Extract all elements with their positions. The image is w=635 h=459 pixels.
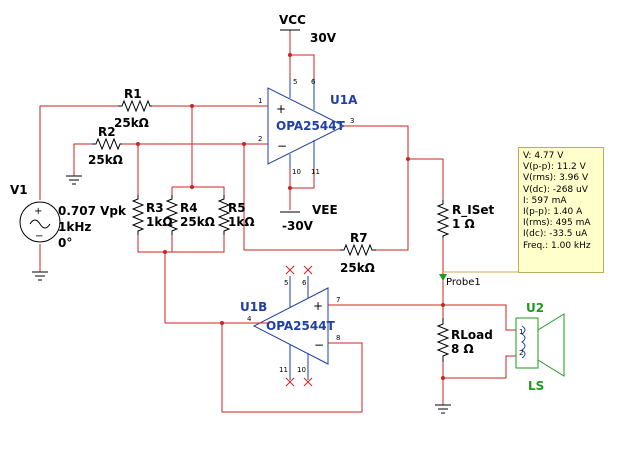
r2-value: 25kΩ [88,153,123,167]
svg-text:+: + [34,206,42,217]
opamp-u1b[interactable]: + − 5 6 7 8 4 11 10 U1B OPA2544T [240,265,344,387]
speaker-type: LS [528,379,544,393]
riset-ref: R_ISet [452,203,494,218]
probe-reading: V(p-p): 11.2 V [523,162,586,173]
rload-ref: RLoad [451,328,493,342]
u1a-pin-2: 2 [258,135,262,143]
resistor-r4[interactable] [165,195,179,235]
wire-node-speaker[interactable] [442,304,516,331]
junctions [136,53,445,380]
u1b-pin-5: 5 [284,279,288,287]
probe-reading: I(rms): 495 mA [523,218,591,229]
wire-r3-r4-bottom[interactable] [137,235,173,253]
r1-ref: R1 [124,87,142,101]
vee-label: VEE [312,203,338,217]
wires [39,30,518,413]
wire-r4-r5-top[interactable] [171,186,225,195]
resistor-rload[interactable] [436,318,450,362]
wire-u1a-minus-r7[interactable] [243,144,340,251]
opamp-u1a[interactable]: + − 1 2 3 5 6 10 11 U1A OPA2544T [258,78,358,176]
u1a-pin-10: 10 [292,168,301,176]
resistor-r5[interactable] [217,195,231,235]
u1a-pin-5: 5 [293,78,297,86]
u1b-ref: U1B [240,300,267,314]
vcc-label: VCC [279,13,306,27]
u1b-pin-7: 7 [336,296,340,304]
u1a-pin-3: 3 [350,117,354,125]
resistor-r2[interactable] [92,137,122,151]
probe-label: Probe1 [446,277,481,288]
probe-marker[interactable] [439,274,447,281]
probe-reading: I(dc): -33.5 uA [523,229,588,240]
u1a-part: OPA2544T [276,119,346,133]
v1-phase: 0° [58,236,72,250]
r4-ref: R4 [180,201,198,215]
wire-vcc[interactable] [289,30,315,78]
svg-text:−: − [35,231,43,242]
vee-value: -30V [282,219,314,233]
resistor-r7[interactable] [340,243,376,257]
ground-symbols [32,175,451,414]
speaker-u2[interactable]: 1 2 [515,313,565,377]
u1b-pin-4: 4 [247,315,252,323]
wire-speaker-gnd[interactable] [443,355,516,379]
u1b-pin-10: 10 [297,366,306,374]
r7-ref: R7 [350,231,368,245]
u1b-pin-8: 8 [336,334,340,342]
resistor-r1[interactable] [118,99,152,113]
svg-text:+: + [276,102,286,116]
u1a-pin-11: 11 [311,168,320,176]
wire-v1-r1[interactable] [39,105,118,200]
r5-ref: R5 [228,201,246,215]
probe-reading: V(rms): 3.96 V [523,173,589,184]
speaker-ref: U2 [526,301,544,315]
r3-ref: R3 [146,201,164,215]
probe-reading: I: 597 mA [523,195,567,206]
v1-amplitude: 0.707 Vpk [58,204,127,218]
wire-r2-gnd[interactable] [73,143,92,176]
resistor-r3[interactable] [131,195,145,235]
speaker-pin-2: 2 [519,349,523,357]
u1b-pin-11: 11 [279,366,288,374]
rload-value: 8 Ω [451,342,474,356]
svg-text:−: − [314,338,324,352]
r1-value: 25kΩ [114,116,149,130]
no-connect-markers [285,265,313,387]
probe-reading: Freq.: 1.00 kHz [523,240,591,251]
wire-r3-u1b[interactable] [164,252,268,324]
r4-value: 25kΩ [180,215,215,229]
ground-icon [66,175,82,185]
u1a-ref: U1A [330,93,358,107]
v1-frequency: 1kHz [58,220,91,234]
speaker-pin-1: 1 [519,328,523,336]
wire-r4-r5-bottom[interactable] [172,235,225,253]
probe-readout-panel: V: 4.77 V V(p-p): 11.2 V V(rms): 3.96 V … [518,147,604,273]
wire-u1b-feedback[interactable] [221,323,363,413]
wire-u1a-out[interactable] [344,125,444,200]
r7-value: 25kΩ [340,261,375,275]
u1b-pin-6: 6 [302,279,307,287]
ac-source-v1[interactable]: + − [19,201,61,243]
svg-text:+: + [313,299,323,313]
wire-r7-out[interactable] [376,159,409,251]
vcc-value: 30V [310,31,337,45]
probe-reading: V: 4.77 V [523,151,564,161]
ground-icon [435,404,451,414]
svg-text:−: − [277,139,287,153]
resistor-riset[interactable] [436,200,450,238]
probe-reading: I(p-p): 1.40 A [523,207,583,218]
r2-ref: R2 [98,125,116,139]
u1a-pin-1: 1 [258,97,262,105]
riset-value: 1 Ω [452,217,475,231]
r5-value: 1kΩ [228,215,255,229]
u1b-part: OPA2544T [266,319,336,333]
ground-icon [32,271,48,281]
v1-ref: V1 [10,183,28,197]
probe-reading: V(dc): -268 uV [523,184,588,195]
u1a-pin-6: 6 [311,78,316,86]
r3-value: 1kΩ [146,215,173,229]
